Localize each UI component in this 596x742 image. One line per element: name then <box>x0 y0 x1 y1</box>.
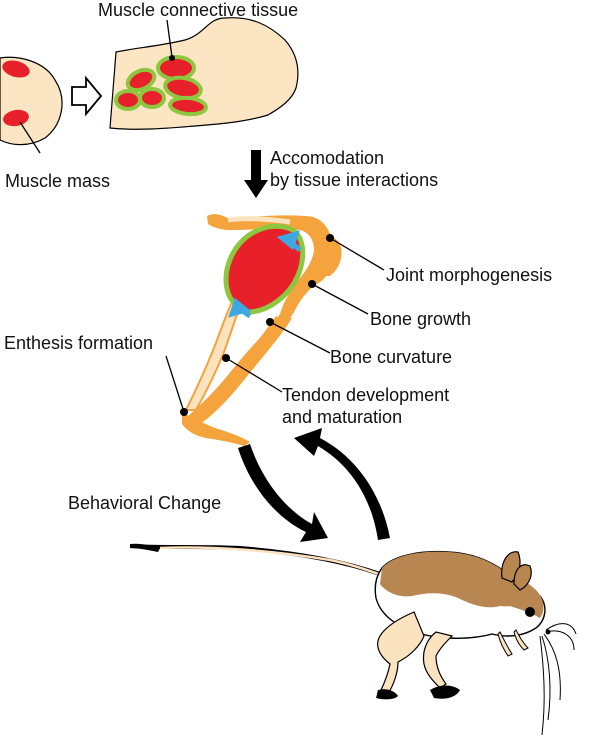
pointer-joint <box>329 237 385 271</box>
label-muscle-connective-tissue: Muscle connective tissue <box>98 0 299 20</box>
cycle-arrow-down-icon <box>238 444 328 542</box>
label-bone-curvature: Bone curvature <box>330 347 453 367</box>
down-arrow-icon <box>244 150 268 198</box>
label-bone-growth: Bone growth <box>370 309 472 329</box>
hindlimb <box>180 214 342 446</box>
pointer-connective <box>166 19 173 58</box>
limb-bud-left <box>0 56 63 146</box>
force-arrow-icon <box>276 230 302 252</box>
label-accomodation-line1: Accomodation <box>270 148 385 168</box>
mouse-illustration <box>129 543 577 736</box>
limb-bud-right <box>109 17 299 130</box>
cycle-arrows <box>238 428 390 542</box>
label-behavioral-change: Behavioral Change <box>68 493 222 513</box>
muscle-bundles <box>114 55 208 117</box>
pointer-tendon <box>225 357 283 393</box>
pointer-bone-growth <box>311 283 369 315</box>
pointer-bone-curvature <box>269 321 331 354</box>
label-tendon-line2: and maturation <box>282 407 403 427</box>
label-accomodation-line2: by tissue interactions <box>270 170 439 190</box>
pointer-enthesis <box>165 355 185 413</box>
label-muscle-mass: Muscle mass <box>5 171 111 191</box>
pointer-muscle-mass <box>19 121 41 154</box>
label-tendon-line1: Tendon development <box>282 385 450 405</box>
cycle-arrow-up-icon <box>294 428 390 540</box>
hollow-arrow-icon <box>71 75 103 117</box>
label-joint-morphogenesis: Joint morphogenesis <box>386 265 553 285</box>
label-enthesis-formation: Enthesis formation <box>4 333 154 353</box>
force-arrow-icon <box>228 297 252 319</box>
